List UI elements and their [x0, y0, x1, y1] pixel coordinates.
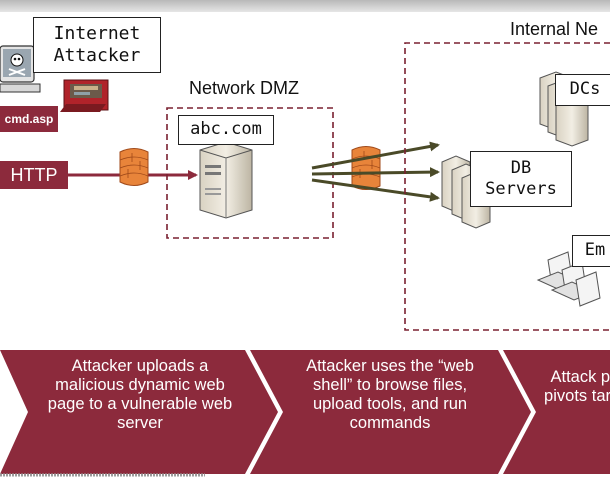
- email-label: Em: [572, 235, 610, 267]
- top-strip: [0, 0, 610, 12]
- internal-title: Internal Ne: [510, 19, 599, 39]
- step-chevron-2: [250, 350, 531, 474]
- steps-banner: [0, 350, 610, 474]
- firewall-icon-outer: [119, 148, 149, 186]
- cmd-asp-tag: cmd.asp: [0, 106, 58, 132]
- firewall-icon-inner: [351, 146, 381, 190]
- internet-attacker-label: Internet Attacker: [33, 17, 161, 73]
- web-server-icon: [199, 141, 253, 219]
- step-1-text: Attacker uploads a malicious dynamic web…: [47, 357, 233, 432]
- step-chevron-1: [0, 350, 278, 474]
- dc-label: DCs: [555, 74, 610, 106]
- malware-toolkit-icon: [60, 79, 109, 112]
- http-label: HTTP: [0, 161, 68, 189]
- step-2-text: Attacker uses the “web shell” to browse …: [306, 357, 474, 432]
- web-server-label: abc.com: [178, 115, 274, 145]
- dmz-title: Network DMZ: [189, 78, 300, 98]
- step-chevron-3: [503, 350, 610, 474]
- email-clients-icon: [536, 251, 601, 307]
- step-3-text: Attack priv pivots target: [544, 368, 610, 405]
- pivot-arrows: [311, 141, 440, 202]
- db-servers-label: DB Servers: [470, 151, 572, 207]
- attacker-computer-icon: [0, 45, 41, 93]
- internal-zone: [404, 42, 610, 331]
